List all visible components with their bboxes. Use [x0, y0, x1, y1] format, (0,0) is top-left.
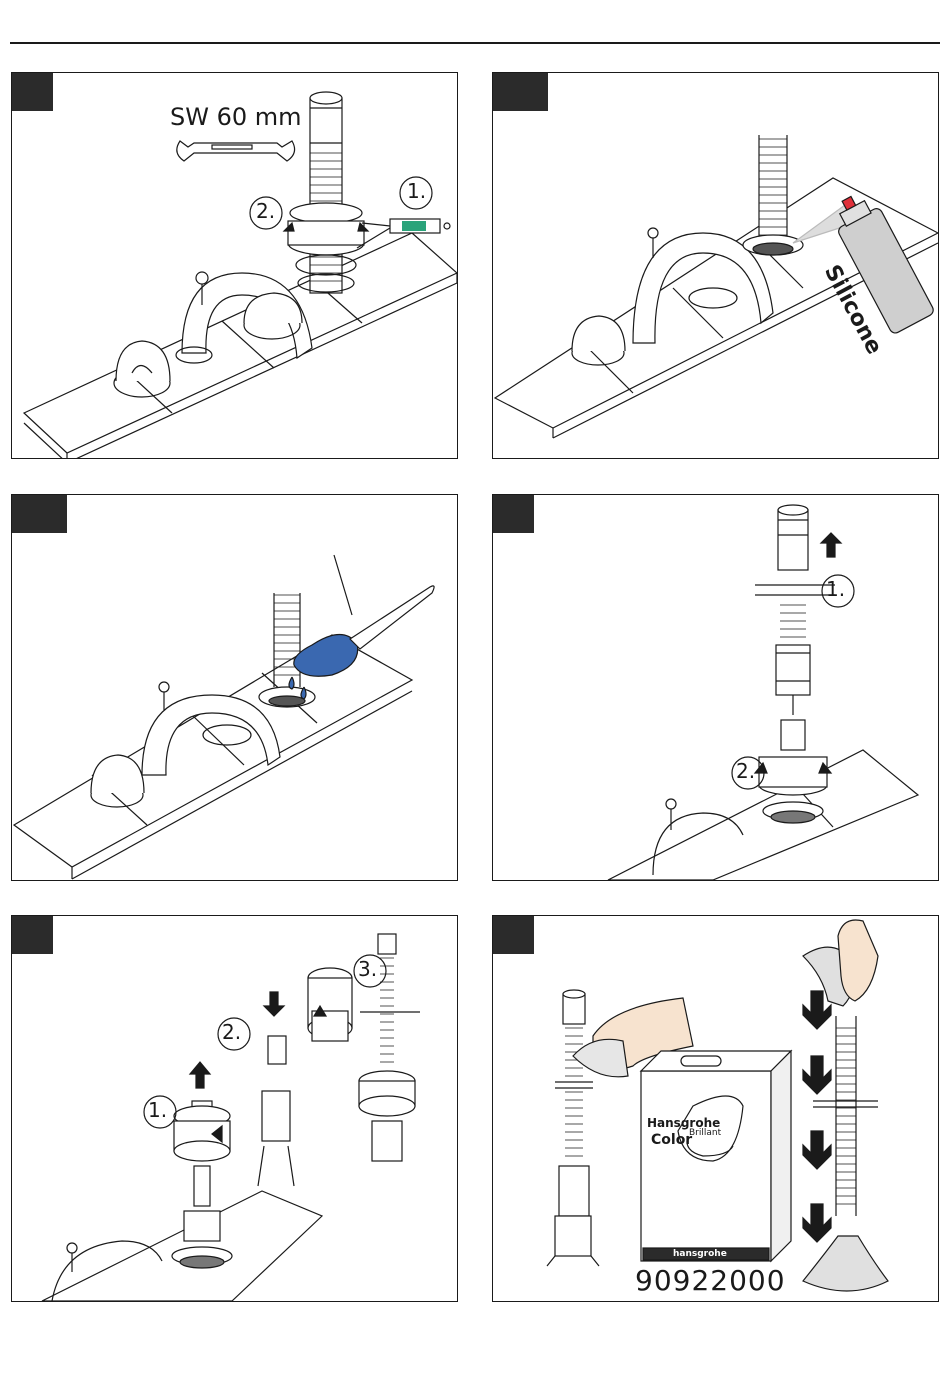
step-panel-3	[11, 494, 458, 881]
step-panel-5: 1. 2. 3.	[11, 915, 458, 1302]
illustration-silicone-spray	[493, 73, 939, 459]
step-panel-1: SW 60 mm 1. 2.	[11, 72, 458, 459]
step-panel-2: Silicone	[492, 72, 939, 459]
box-title-label: Color	[651, 1132, 692, 1148]
step-panel-4: 1. 2.	[492, 494, 939, 881]
step-panel-6: Hansgrohe Color Brillant hansgrohe 90922…	[492, 915, 939, 1302]
box-footer-brand: hansgrohe	[673, 1249, 727, 1259]
box-subtitle-label: Brillant	[689, 1128, 721, 1138]
callout-1: 1.	[407, 179, 426, 203]
product-code: 90922000	[635, 1264, 786, 1297]
callout-1: 1.	[826, 577, 845, 601]
callout-1: 1.	[148, 1098, 167, 1122]
callout-2: 2.	[736, 759, 755, 783]
callout-2: 2.	[222, 1020, 241, 1044]
illustration-replace-cartridge	[12, 916, 458, 1302]
illustration-clean-hose	[493, 916, 939, 1302]
top-rule	[10, 42, 940, 44]
illustration-remove-riser	[493, 495, 939, 881]
illustration-apply-grease	[12, 495, 458, 881]
callout-2: 2.	[256, 199, 275, 223]
wrench-size-label: SW 60 mm	[170, 103, 302, 131]
callout-3: 3.	[358, 957, 377, 981]
